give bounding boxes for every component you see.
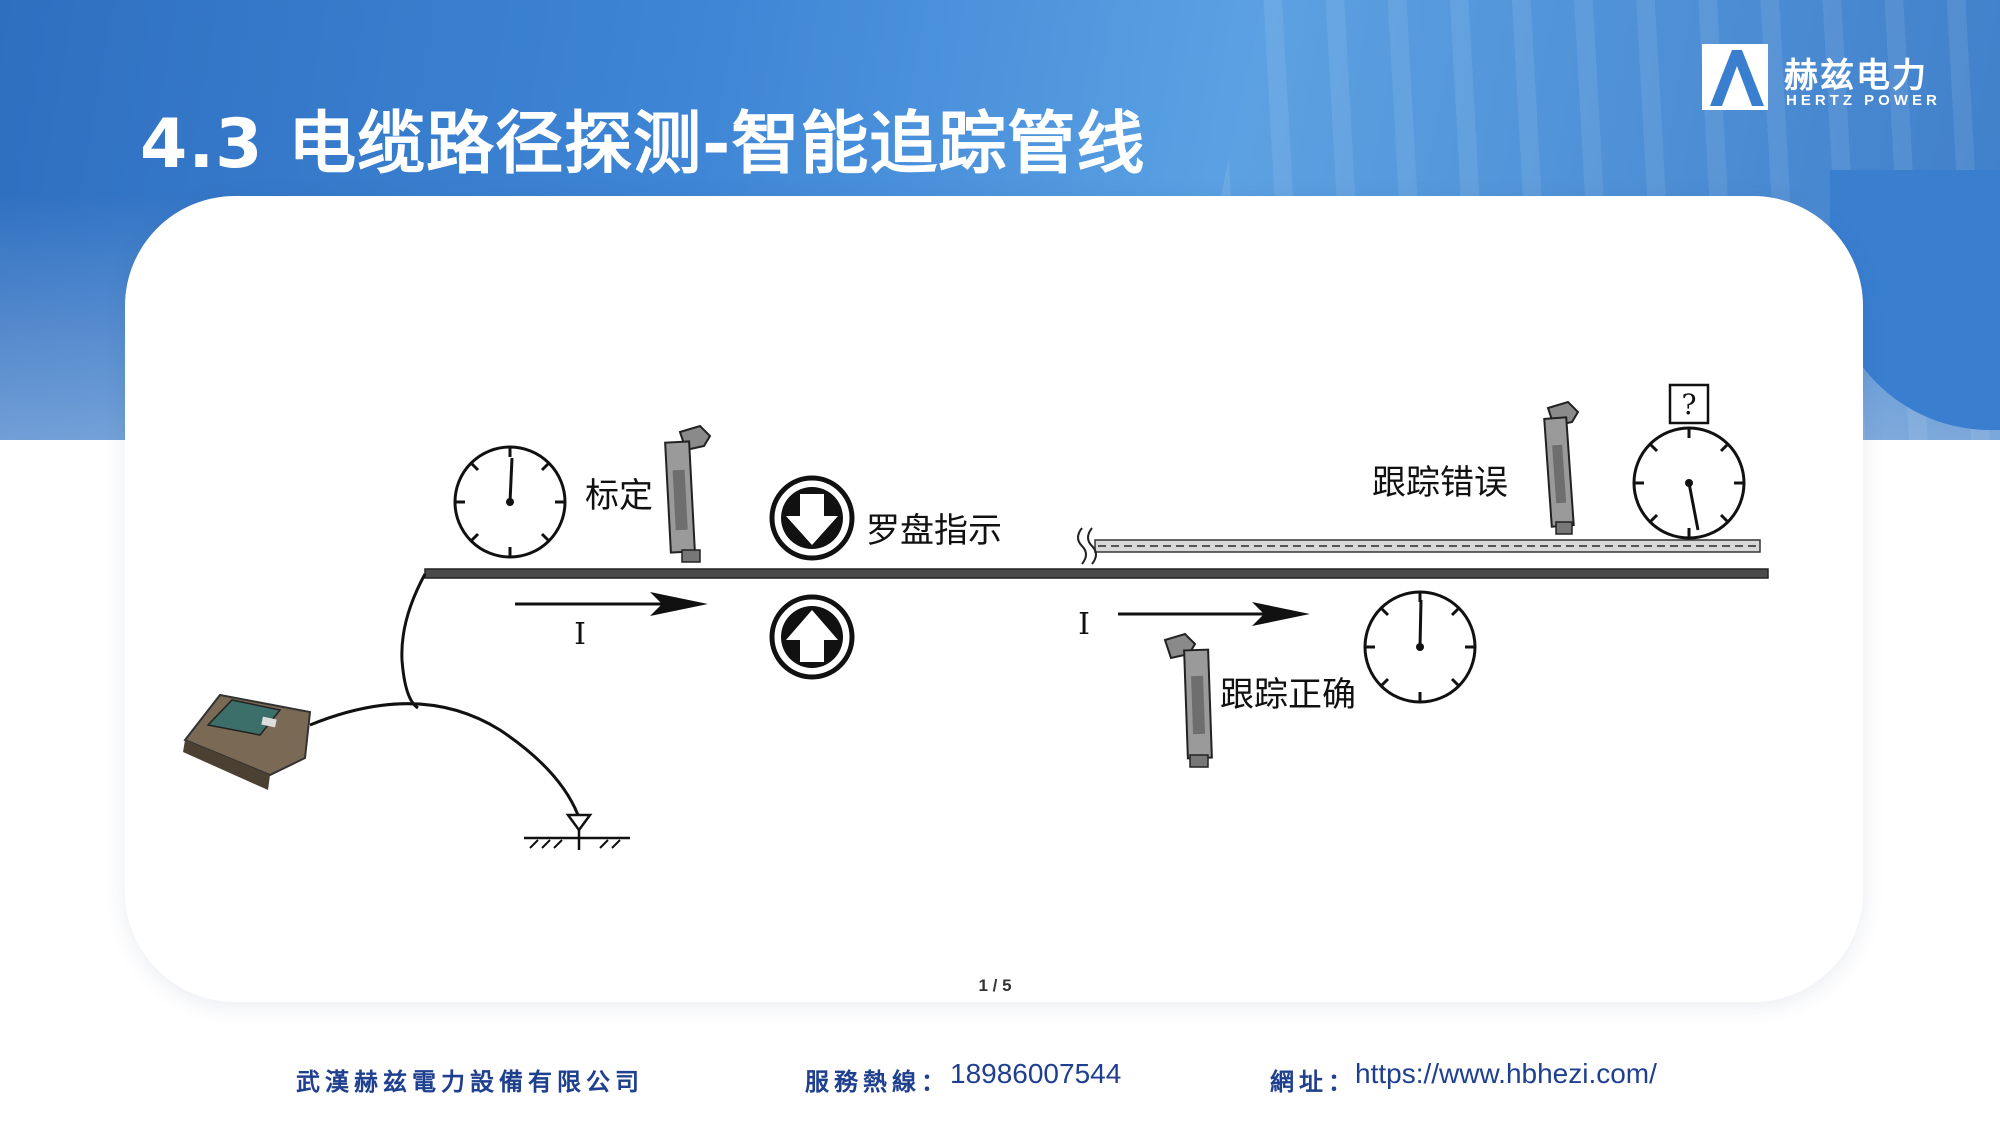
ground-wire (309, 702, 580, 816)
calibrate-label: 标定 (585, 476, 653, 516)
correct-dial-icon (1363, 590, 1477, 704)
footer-hotline-label: 服務熱線： (805, 1067, 950, 1096)
wrong-pipe (1094, 539, 1761, 553)
calibration-dial-icon (453, 445, 567, 559)
ground-symbol-icon (524, 813, 630, 850)
footer-url-link[interactable]: https://www.hbhezi.com/ (1355, 1058, 1657, 1089)
break-mark (1077, 527, 1097, 565)
footer-url-label: 網址： (1270, 1067, 1357, 1096)
cable-main (424, 568, 1769, 579)
current-arrow-2 (1118, 602, 1310, 626)
current-label-2: I (1078, 607, 1090, 642)
tracking-error-label: 跟踪错误 (1372, 463, 1508, 503)
receiver-probe-error-icon (1543, 400, 1580, 535)
company-logo[interactable]: 赫兹电力 HERTZ POWER (1702, 44, 1952, 114)
footer: 武漢赫兹電力設備有限公司 服務熱線： 18986007544 網址： https… (0, 1050, 2000, 1100)
error-dial-icon (1632, 426, 1746, 540)
transmitter-device-icon (183, 693, 312, 790)
compass-up-icon (769, 594, 855, 680)
receiver-probe-icon (664, 424, 712, 563)
question-mark: ? (1681, 388, 1696, 421)
compass-down-icon (769, 475, 855, 561)
footer-company: 武漢赫兹電力設備有限公司 (296, 1067, 644, 1096)
page-title: 4.3 电缆路径探测-智能追踪管线 (140, 105, 1146, 184)
tracking-correct-label: 跟踪正确 (1220, 675, 1356, 715)
receiver-probe-correct-icon (1163, 632, 1213, 768)
question-box: ? (1668, 383, 1710, 425)
logo-english-name: HERTZ POWER (1786, 92, 1941, 109)
page-counter: 1 / 5 (978, 976, 1012, 995)
lead-wire (400, 573, 427, 710)
current-label-1: I (574, 617, 586, 652)
compass-label: 罗盘指示 (866, 511, 1002, 551)
logo-chinese-name: 赫兹电力 (1784, 56, 1928, 96)
logo-mark-icon (1702, 44, 1768, 110)
current-arrow-1 (515, 592, 708, 616)
footer-hotline[interactable]: 18986007544 (950, 1058, 1122, 1089)
